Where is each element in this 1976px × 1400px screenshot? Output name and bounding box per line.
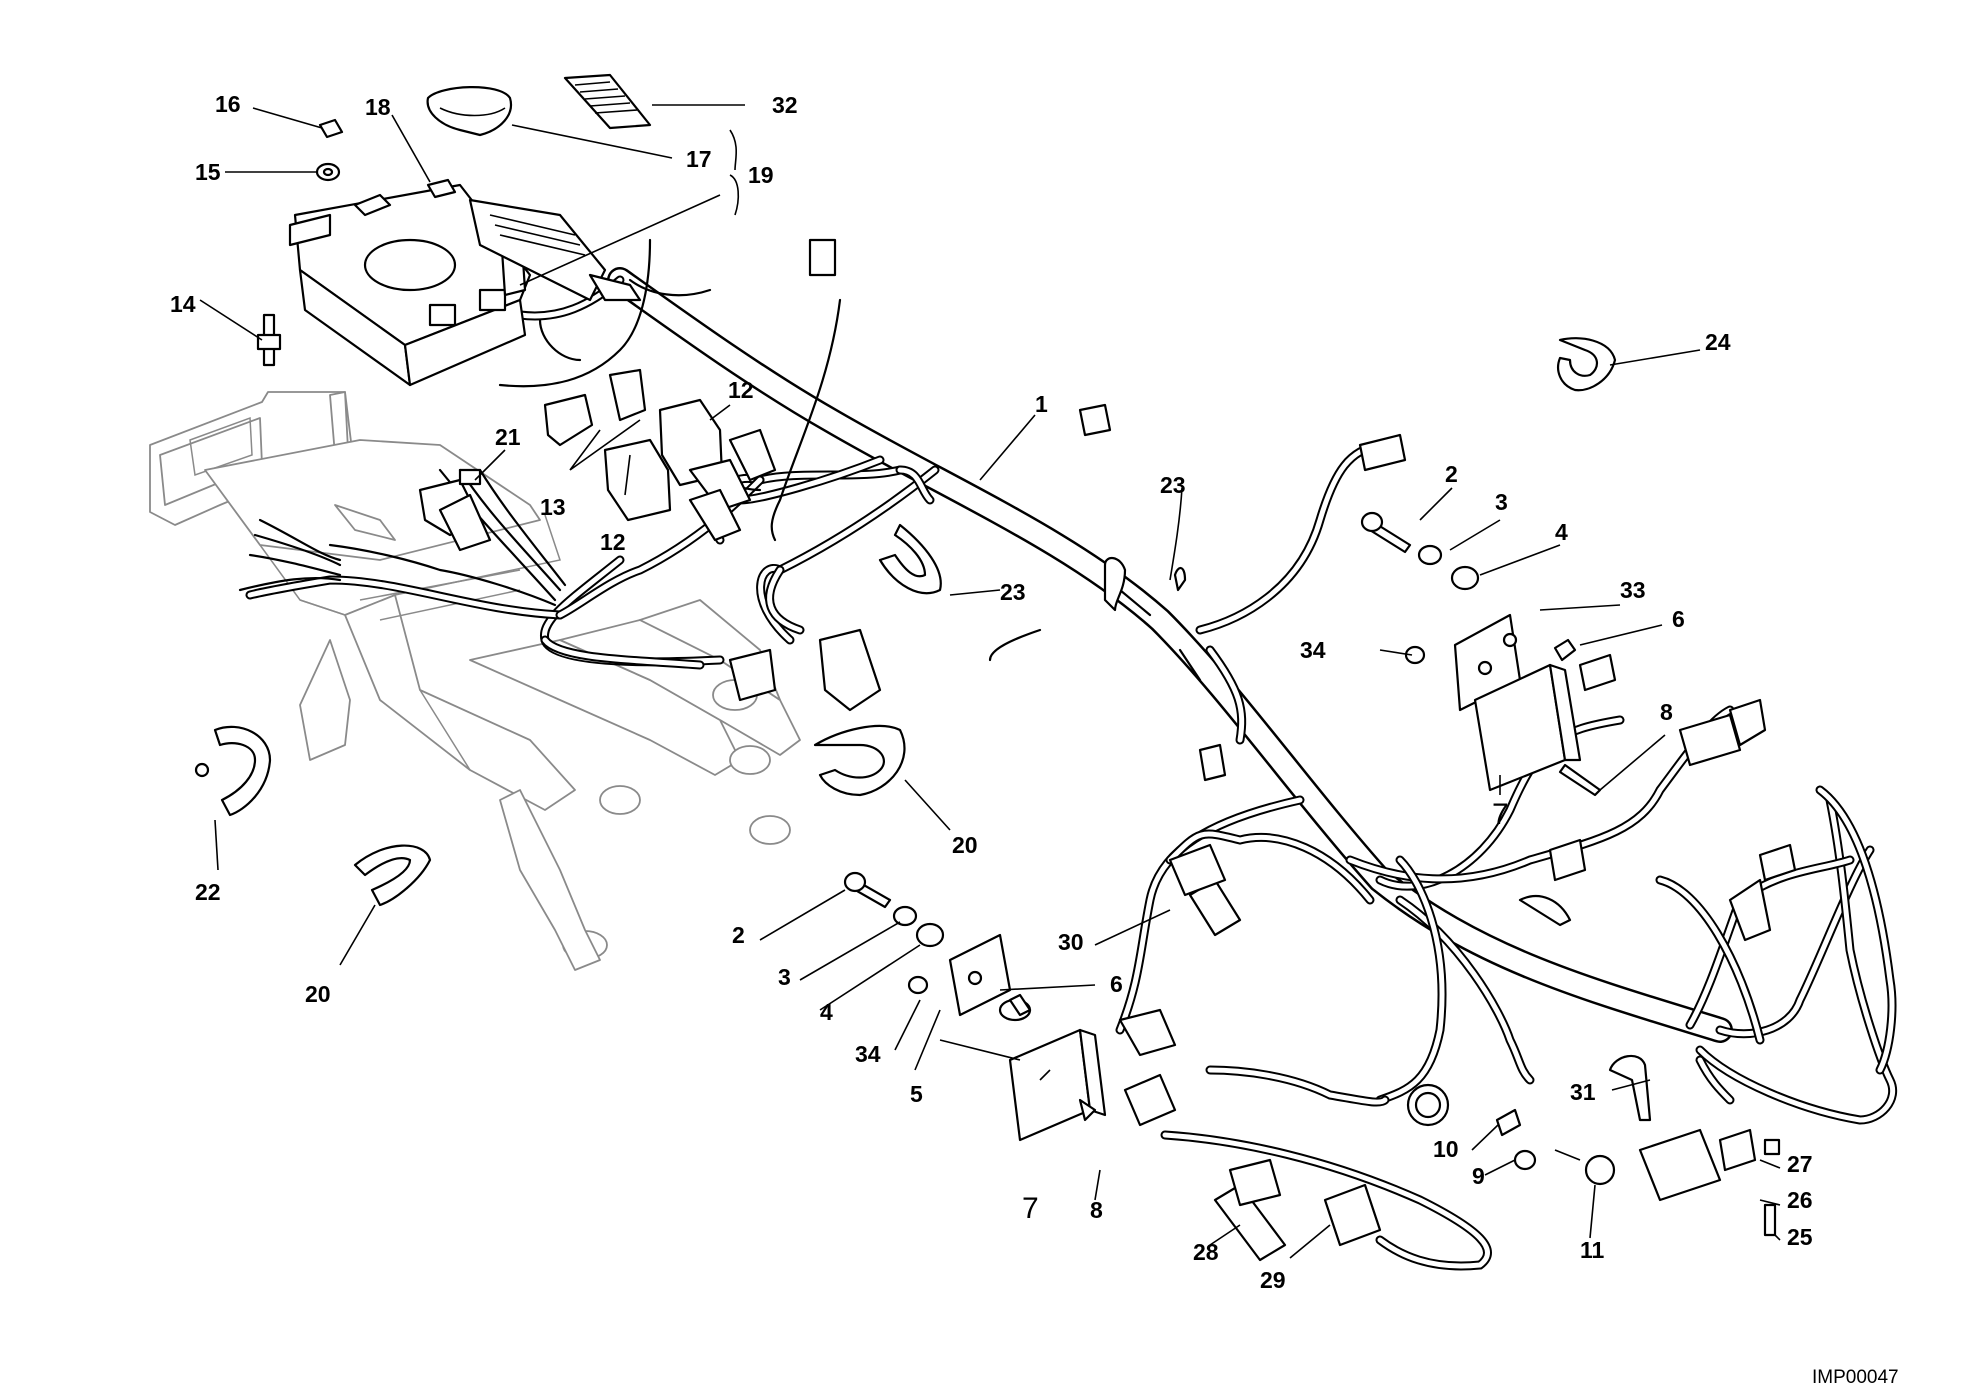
callout-7: 7 [1022,1192,1039,1225]
ignition-coil-front [1453,613,1582,792]
callout-2: 2 [1445,461,1458,487]
callout-24: 24 [1705,329,1731,355]
callout-labels: 1 2 3 4 33 6 34 8 7 16 18 15 32 17 19 14… [170,91,1899,1388]
callout-31: 31 [1570,1079,1596,1105]
callout-8: 8 [1660,699,1673,725]
stud-bolt [256,313,282,367]
connector-group [418,468,882,712]
callout-23: 23 [1160,472,1186,498]
washer-nut [315,118,344,182]
callout-20: 20 [952,832,978,858]
drawing-code: IMP00047 [1812,1367,1899,1388]
callout-34: 34 [855,1041,881,1067]
callout-16: 16 [215,91,241,117]
callout-3: 3 [1495,489,1508,515]
ignition-coil-rear [948,933,1107,1142]
callout-2: 2 [732,922,745,948]
ecu-control-unit [288,183,532,387]
fasteners [843,511,1602,1122]
callout-9: 9 [1472,1163,1485,1189]
callout-33: 33 [1620,577,1646,603]
callout-25: 25 [1787,1224,1813,1250]
callout-11: 11 [1580,1237,1605,1263]
frame-wires [238,238,1042,662]
motorcycle-frame [149,391,801,971]
callout-6: 6 [1110,971,1123,997]
callout-8: 8 [1090,1197,1103,1223]
callout-28: 28 [1193,1239,1219,1265]
callout-6: 6 [1672,606,1685,632]
callout-34: 34 [1300,637,1326,663]
callout-4: 4 [1555,519,1568,545]
callout-3: 3 [778,964,791,990]
callout-23: 23 [1000,579,1026,605]
callout-20: 20 [305,981,331,1007]
ecu-connector [468,198,642,302]
callout-12: 12 [728,377,754,403]
callout-17: 17 [686,146,712,172]
relays [543,238,837,542]
callout-22: 22 [195,879,221,905]
sensors-connectors [1078,403,1797,1262]
small-pad [426,178,457,199]
callout-30: 30 [1058,929,1084,955]
callout-18: 18 [365,94,391,120]
callout-19: 19 [748,162,774,188]
label-sticker [563,73,652,130]
cover-cap [426,86,513,137]
callout-7: 7 [1492,798,1509,831]
callout-14: 14 [170,291,196,317]
cable-clamps [194,337,1617,907]
callout-26: 26 [1787,1187,1813,1213]
callout-4: 4 [820,999,833,1025]
leader-lines [199,104,1781,1259]
callout-1: 1 [1035,391,1048,417]
callout-21: 21 [495,424,521,450]
callout-27: 27 [1787,1151,1813,1177]
callout-15: 15 [195,159,221,185]
callout-13: 13 [540,494,566,520]
callout-10: 10 [1433,1136,1459,1162]
callout-5: 5 [910,1081,923,1107]
callout-12: 12 [600,529,626,555]
callout-29: 29 [1260,1267,1286,1293]
callout-32: 32 [772,92,798,118]
